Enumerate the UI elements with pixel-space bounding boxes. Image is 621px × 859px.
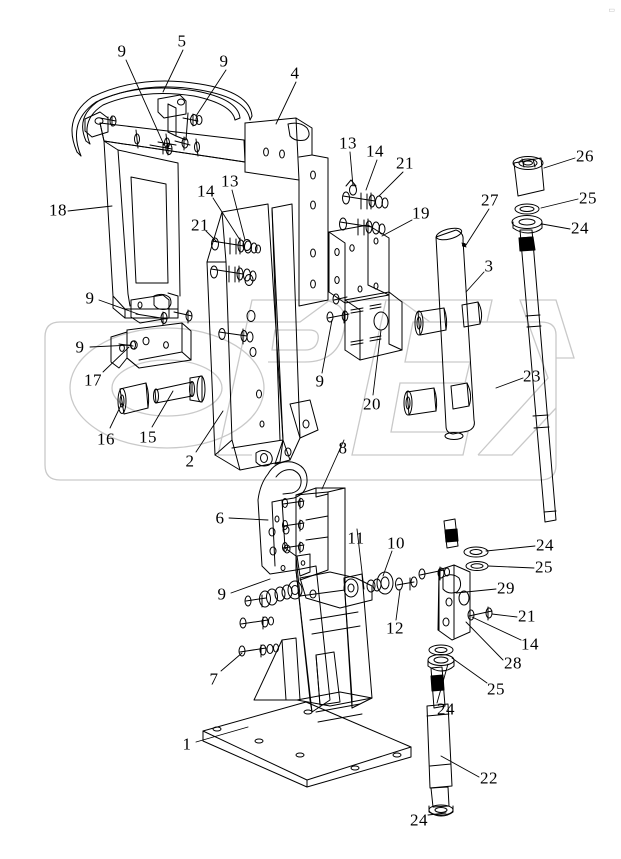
callout-28: 28 — [504, 653, 522, 673]
callout-22: 22 — [480, 768, 498, 788]
callout-24: 24 — [410, 810, 428, 830]
part-20-ubracket — [344, 291, 403, 361]
callout-18: 18 — [49, 200, 67, 220]
callout-9: 9 — [219, 51, 229, 71]
leader-lines — [67, 49, 579, 816]
callout-25: 25 — [579, 188, 597, 208]
callout-8: 8 — [338, 438, 348, 458]
callout-13: 13 — [221, 171, 239, 191]
callout-27: 27 — [481, 190, 499, 210]
callout-9: 9 — [75, 337, 85, 357]
part-3-outer-tube — [403, 227, 483, 440]
callout-1: 1 — [182, 734, 192, 754]
bolts-pedal-bracket — [282, 497, 305, 554]
callout-9: 9 — [117, 41, 127, 61]
callout-23: 23 — [523, 366, 541, 386]
pedal-column-uprights — [253, 565, 373, 723]
callout-19: 19 — [412, 203, 430, 223]
callout-26: 26 — [576, 146, 594, 166]
callout-10: 10 — [387, 533, 405, 553]
bolt-group-upper-right — [342, 179, 389, 210]
part-5-crossbeam — [99, 122, 246, 163]
callout-24: 24 — [437, 699, 455, 719]
callout-15: 15 — [139, 427, 157, 447]
part-15-pin — [153, 375, 206, 404]
callout-21: 21 — [396, 153, 414, 173]
part-9-bolts-top — [99, 113, 203, 156]
callout-21: 21 — [191, 215, 209, 235]
part-27-tab — [461, 242, 467, 248]
part-17-upper-tab — [130, 293, 172, 324]
callout-14: 14 — [521, 634, 539, 654]
bolt-group-upper-left — [211, 237, 261, 255]
part-24-washer-top — [511, 215, 543, 234]
callout-16: 16 — [97, 429, 115, 449]
corner-mark: ▭ — [608, 7, 615, 14]
callout-14: 14 — [197, 181, 215, 201]
part-19-ubracket — [328, 224, 390, 304]
part-25-snapring-top — [514, 203, 540, 215]
part-9-bolts-bracket — [118, 309, 193, 350]
part-23-steering-shaft — [518, 229, 557, 523]
callout-11: 11 — [347, 528, 365, 548]
part-9-bolt-bracket20 — [326, 293, 350, 324]
callout-21: 21 — [518, 606, 536, 626]
watermark-opex — [44, 299, 575, 481]
bolt-group-mid-left — [210, 265, 257, 283]
part-17-bracket — [110, 322, 192, 369]
callout-24: 24 — [536, 535, 554, 555]
part-5-ring — [71, 80, 253, 157]
callout-4: 4 — [290, 63, 300, 83]
part-22-lower-shaft — [426, 666, 454, 817]
part-1-base-plate — [202, 701, 412, 788]
part-7-bolts — [238, 616, 279, 658]
part-4-support-plate — [244, 117, 329, 307]
bolt-group-lower-left — [218, 328, 254, 345]
callout-7: 7 — [209, 669, 219, 689]
washers-joint — [427, 546, 489, 672]
callout-12: 12 — [386, 618, 404, 638]
callout-9: 9 — [217, 584, 227, 604]
ring-brackets — [84, 94, 189, 141]
part-16-sleeve — [117, 382, 150, 415]
part-6-pedal-arm — [257, 461, 308, 575]
callout-29: 29 — [497, 578, 515, 598]
callout-6: 6 — [215, 508, 225, 528]
callout-9: 9 — [85, 288, 95, 308]
callout-20: 20 — [363, 394, 381, 414]
part-29-universal-joint — [418, 564, 493, 641]
part-2-frame-rear — [271, 203, 319, 465]
callout-24: 24 — [571, 218, 589, 238]
hinge-and-hardware — [244, 571, 418, 609]
callout-5: 5 — [177, 31, 187, 51]
callout-9: 9 — [315, 371, 325, 391]
part-26-end-cap — [512, 156, 545, 197]
callout-25: 25 — [535, 557, 553, 577]
callout-14: 14 — [366, 141, 384, 161]
callout-13: 13 — [339, 133, 357, 153]
callout-17: 17 — [84, 370, 102, 390]
callout-2: 2 — [185, 451, 195, 471]
callout-25: 25 — [487, 679, 505, 699]
callout-3: 3 — [484, 256, 494, 276]
